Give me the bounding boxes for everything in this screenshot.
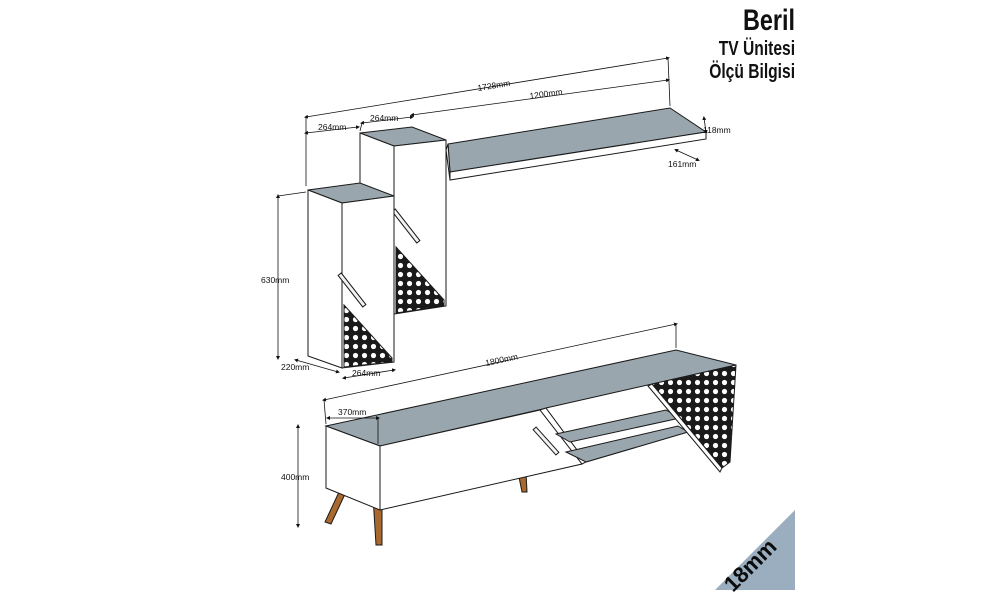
label-total-width: 1728mm — [477, 78, 511, 93]
tall-wall-cabinet — [359, 126, 447, 315]
label-shelf-height: 118mm — [703, 125, 731, 135]
title-block: Beril TV Ünitesi Ölçü Bilgisi — [685, 4, 795, 84]
label-shelf-depth: 161mm — [668, 159, 696, 169]
label-shelf-width: 1200mm — [529, 86, 563, 101]
tv-unit — [324, 349, 737, 546]
dimension-labels: 1728mm 1200mm 264mm 264mm 118mm 161mm 63… — [261, 78, 731, 482]
product-name: Beril — [742, 4, 795, 37]
dimension-lines — [276, 56, 708, 528]
label-tv-door: 370mm — [338, 407, 366, 417]
label-tv-height: 400mm — [281, 472, 309, 482]
label-cab-width-top: 264mm — [370, 113, 398, 123]
label-cab-depth: 220mm — [281, 362, 309, 372]
wall-shelf — [445, 107, 708, 181]
short-wall-cabinet — [307, 182, 395, 369]
label-cab-width-bottom: 264mm — [352, 368, 380, 378]
label-cab-height: 630mm — [261, 275, 289, 285]
title-line-1: TV Ünitesi — [718, 38, 795, 60]
thickness-badge — [715, 510, 795, 590]
label-cab-width-left: 264mm — [318, 122, 346, 132]
title-line-2: Ölçü Bilgisi — [709, 61, 795, 83]
label-tv-width: 1800mm — [484, 351, 518, 368]
furniture-diagram: 1728mm 1200mm 264mm 264mm 118mm 161mm 63… — [261, 56, 737, 546]
